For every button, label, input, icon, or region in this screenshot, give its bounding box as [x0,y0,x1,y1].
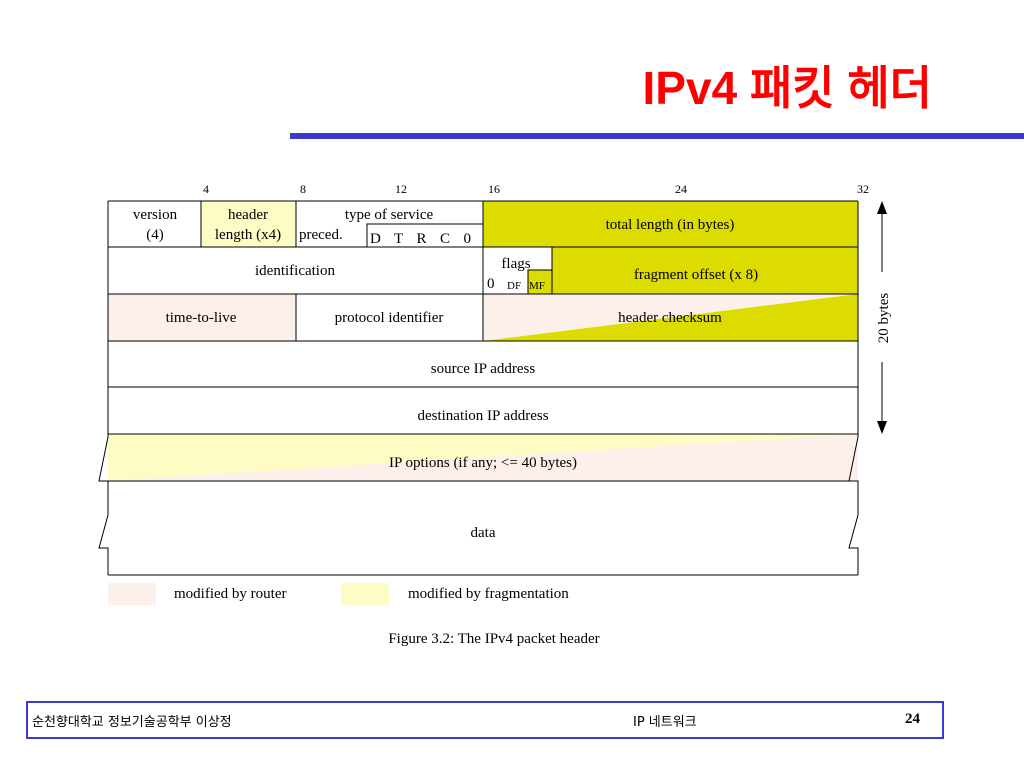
tos-label: type of service [345,207,434,223]
bit-label-16: 16 [488,182,500,196]
flag-mf-label: MF [529,280,545,292]
header-length-unit: length (x4) [215,227,281,243]
figure-caption: Figure 3.2: The IPv4 packet header [388,631,599,647]
ipv4-header-diagram: 4 8 12 16 24 32 [98,182,892,647]
header-length-label: header [228,207,268,223]
slide-title: IPv4 패킷 헤더 [642,62,932,114]
checksum-label: header checksum [618,310,722,326]
flags-label: flags [501,256,530,272]
legend-router-swatch [108,583,156,605]
title-underline [290,133,1024,139]
source-address-label: source IP address [431,361,536,377]
destination-address-label: destination IP address [417,408,548,424]
legend-fragmentation-label: modified by fragmentation [408,586,569,602]
fragment-offset-fill [552,247,858,294]
header-length-fill [201,201,296,247]
version-value: (4) [146,227,164,243]
bit-label-24: 24 [675,182,687,196]
legend-router-label: modified by router [174,586,286,602]
flag-df-label: DF [507,280,521,292]
flag-zero-label: 0 [487,276,495,292]
legend-fragmentation-swatch [341,583,389,605]
footer-author: 순천향대학교 정보기술공학부 이상정 [32,715,232,730]
ip-options-label: IP options (if any; <= 40 bytes) [389,455,577,471]
data-label: data [471,525,496,541]
mf-fill [528,270,552,294]
fragment-offset-label: fragment offset (x 8) [634,267,758,283]
identification-label: identification [255,263,335,279]
protocol-label: protocol identifier [335,310,444,326]
footer-page-number: 24 [905,711,920,727]
tos-preced-label: preced. [299,227,343,243]
checksum-fragmentation-fill [483,294,858,341]
total-length-fill [483,201,858,247]
ttl-fill [108,294,296,341]
arrow-up-icon [877,201,887,214]
slide-footer: 순천향대학교 정보기술공학부 이상정 IP 네트워크 24 [26,701,944,739]
tos-bits-label: D T R C 0 [370,231,473,247]
options-router-fill [108,434,858,481]
size-label: 20 bytes [876,293,892,344]
bit-label-8: 8 [300,182,306,196]
ttl-label: time-to-live [166,310,237,326]
total-length-label: total length (in bytes) [606,217,735,233]
footer-topic: IP 네트워크 [633,715,697,730]
arrow-down-icon [877,421,887,434]
bit-label-32: 32 [857,182,869,196]
bit-label-4: 4 [203,182,209,196]
bit-label-12: 12 [395,182,407,196]
version-label: version [133,207,178,223]
